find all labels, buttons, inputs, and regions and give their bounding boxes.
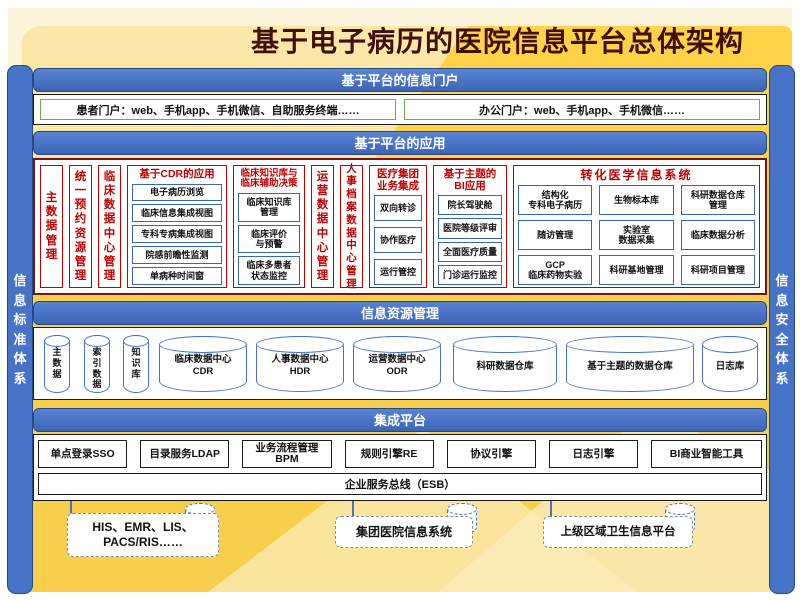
app-item: 运行管控 xyxy=(374,259,422,285)
engine-protocol: 协议引擎 xyxy=(446,440,536,469)
column-cdr-management: 临床数据中心管理 xyxy=(98,165,121,288)
engine-sso: 单点登录SSO xyxy=(38,440,128,469)
cdr-app-title: 基于CDR的应用 xyxy=(139,168,215,180)
cylinder-research-warehouse: 科研数据仓库 xyxy=(453,336,557,392)
app-item: 结构化 专科电子病历 xyxy=(518,185,593,216)
resources-panel: 主数据 索引数据 知识库 临床数据中心 CDR 人事数据中心 HDR 运营数据中… xyxy=(33,327,767,400)
app-item: 科研数据仓库 管理 xyxy=(680,185,755,216)
external-group-hospital-box: 集团医院信息系统 xyxy=(335,516,473,548)
app-item: 临床信息集成视图 xyxy=(132,204,222,223)
medical-group-title: 医疗集团 业务集成 xyxy=(377,168,419,192)
engine-bi-tool: BI商业智能工具 xyxy=(651,440,762,469)
column-operation-data: 运营数据中心管理 xyxy=(311,165,334,288)
connector-line xyxy=(550,501,552,516)
cylinder-subject-warehouse: 基于主题的数据仓库 xyxy=(566,336,694,392)
engine-ldap: 目录服务LDAP xyxy=(140,440,230,469)
translational-title: 转化医学信息系统 xyxy=(580,168,693,182)
cylinder-cdr: 临床数据中心 CDR xyxy=(159,336,247,392)
connector-line xyxy=(352,501,354,516)
cdr-app-group: 基于CDR的应用 电子病历浏览 临床信息集成视图 专科专病集成视图 院感前瞻性监… xyxy=(127,165,227,288)
application-panel: 主数据管理 统一预约资源管理 临床数据中心管理 基于CDR的应用 电子病历浏览 … xyxy=(33,158,767,295)
engine-rule: 规则引擎RE xyxy=(344,440,434,469)
app-item: 单病种时间窗 xyxy=(132,267,222,285)
app-item: 双向转诊 xyxy=(374,195,422,222)
app-item: 全面医疗质量 xyxy=(438,241,502,262)
app-item: 生物标本库 xyxy=(599,185,674,216)
app-item: 协作医疗 xyxy=(374,227,422,254)
bi-app-group: 基于主题的 BI应用 院长驾驶舱 医院等级评审 全面医疗质量 门诊运行监控 xyxy=(433,165,507,288)
clinical-knowledge-group: 临床知识库与 临床辅助决策 临床知识库 管理 临床评价 与预警 临床多患者 状态… xyxy=(233,165,305,288)
app-item: 院长驾驶舱 xyxy=(438,195,502,216)
info-security-label: 信息安全体系 xyxy=(775,273,789,386)
app-item: 专科专病集成视图 xyxy=(132,225,222,244)
app-item: 电子病历浏览 xyxy=(132,183,222,202)
engine-log: 日志引擎 xyxy=(548,440,639,469)
app-item: 随访管理 xyxy=(518,220,593,251)
app-item: 实验室 数据采集 xyxy=(599,220,674,251)
external-his-box: HIS、EMR、LIS、 PACS/RIS…… xyxy=(67,513,219,557)
medical-group-integration: 医疗集团 业务集成 双向转诊 协作医疗 运行管控 xyxy=(369,165,427,288)
integration-section-header: 集成平台 xyxy=(33,408,767,432)
app-item: 临床多患者 状态监控 xyxy=(238,256,300,285)
integration-panel: 单点登录SSO 目录服务LDAP 业务流程管理 BPM 规则引擎RE 协议引擎 … xyxy=(33,434,767,501)
engine-bpm: 业务流程管理 BPM xyxy=(242,440,332,469)
resources-section-header: 信息资源管理 xyxy=(33,301,767,325)
cylinder-odr: 运营数据中心 ODR xyxy=(353,336,441,392)
patient-portal-box: 患者门户：web、手机app、手机微信、自助服务终端…… xyxy=(40,99,396,120)
info-security-bar: 信息安全体系 xyxy=(769,65,795,594)
column-unified-booking: 统一预约资源管理 xyxy=(69,165,92,288)
esb-bus: 企业服务总线（ESB） xyxy=(38,473,762,495)
cylinder-knowledge-base: 知识库 xyxy=(123,335,149,393)
column-hr-data: 人事档案数据中心管理 xyxy=(340,163,363,290)
app-item: 临床数据分析 xyxy=(680,220,755,251)
app-item: 门诊运行监控 xyxy=(438,264,502,286)
app-item: 临床评价 与预警 xyxy=(238,224,300,254)
cylinder-index-data: 索引数据 xyxy=(84,335,110,393)
column-master-data: 主数据管理 xyxy=(40,165,63,288)
app-item: GCP 临床药物实验 xyxy=(518,255,593,285)
office-portal-box: 办公门户：web、手机app、手机微信…… xyxy=(404,99,760,120)
app-item: 科研基地管理 xyxy=(599,255,674,285)
app-item: 科研项目管理 xyxy=(680,255,755,285)
connector-line xyxy=(70,501,72,516)
info-standard-bar: 信息标准体系 xyxy=(7,65,33,594)
external-regional-platform-box: 上级区域卫生信息平台 xyxy=(543,516,693,548)
application-section-header: 基于平台的应用 xyxy=(33,131,767,155)
app-item: 临床知识库 管理 xyxy=(238,192,300,222)
app-item: 医院等级评审 xyxy=(438,218,502,239)
cylinder-hdr: 人事数据中心 HDR xyxy=(256,336,344,392)
page-title: 基于电子病历的医院信息平台总体架构 xyxy=(250,26,744,57)
app-item: 院感前瞻性监测 xyxy=(132,246,222,265)
cylinder-master-data: 主数据 xyxy=(44,335,70,393)
portal-section-header: 基于平台的信息门户 xyxy=(33,68,767,92)
clinical-knowledge-title: 临床知识库与 临床辅助决策 xyxy=(240,168,298,190)
bi-app-title: 基于主题的 BI应用 xyxy=(443,168,497,192)
translational-medicine-group: 转化医学信息系统 结构化 专科电子病历 生物标本库 科研数据仓库 管理 随访管理… xyxy=(513,165,760,288)
info-standard-label: 信息标准体系 xyxy=(13,273,27,386)
cylinder-log: 日志库 xyxy=(702,336,758,392)
portal-panel: 患者门户：web、手机app、手机微信、自助服务终端…… 办公门户：web、手机… xyxy=(33,94,767,125)
